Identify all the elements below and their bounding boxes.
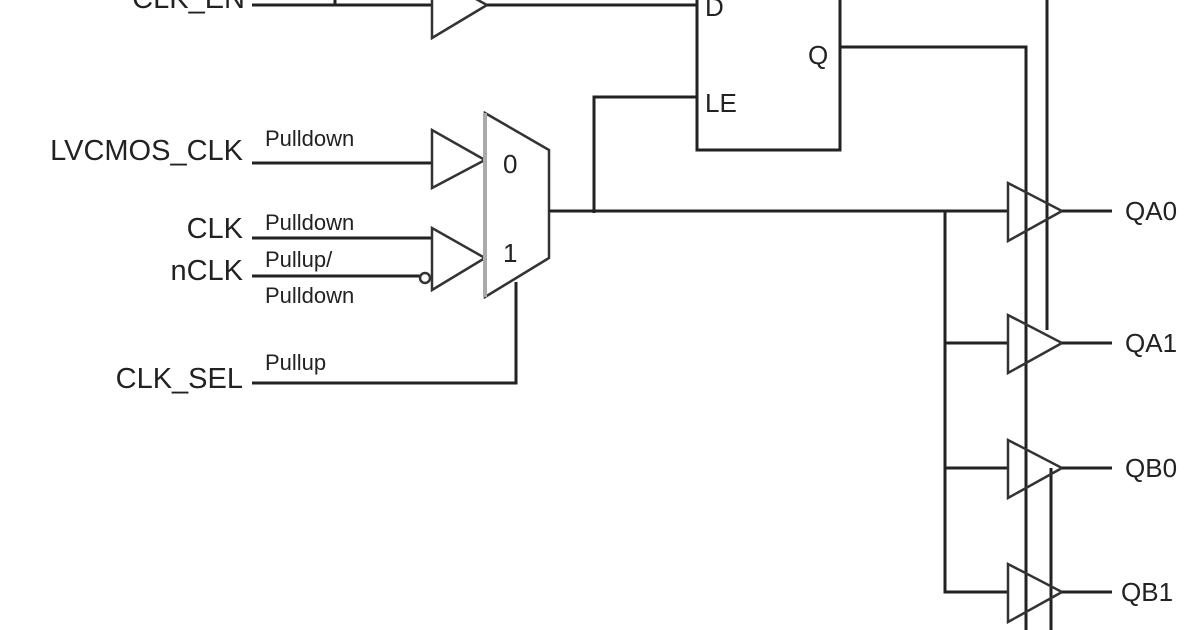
clk-sel-label: CLK_SEL (116, 363, 243, 395)
lvcmos-clk-pulldown-label: Pulldown (265, 126, 354, 151)
lvcmos-clk-label: LVCMOS_CLK (50, 135, 244, 167)
latch-d-label: D (705, 0, 724, 22)
clk-en-label: CLK_EN (132, 0, 245, 15)
clk-label: CLK (187, 213, 244, 245)
output-buffer-qb1: QB1 (1006, 561, 1173, 625)
q-enable-wire (840, 45, 1028, 630)
nclk-label: nCLK (170, 255, 243, 287)
fanout-bus (943, 211, 1008, 594)
nclk-pulldown-label: Pulldown (265, 283, 354, 308)
latch-q-label: Q (808, 40, 828, 70)
latch-block (695, 0, 842, 152)
output-qb0-label: QB0 (1125, 453, 1177, 483)
mux-input-0-label: 0 (503, 149, 517, 179)
output-qa1-label: QA1 (1125, 328, 1177, 358)
latch-le-label: LE (705, 88, 737, 118)
output-buffer-qa0: QA0 (1006, 180, 1177, 244)
output-qa0-label: QA0 (1125, 196, 1177, 226)
lvcmos-clk-buffer (430, 127, 488, 191)
le-wire (592, 95, 697, 213)
input-mux (483, 110, 551, 300)
output-qb1-label: QB1 (1121, 577, 1173, 607)
output-buffer-qa1: QA1 (1006, 312, 1177, 376)
clk-pulldown-label: Pulldown (265, 210, 354, 235)
nclk-pullup-label: Pullup/ (265, 247, 333, 272)
mux-input-1-label: 1 (503, 238, 517, 268)
differential-buffer (430, 225, 488, 293)
clk-sel-pullup-label: Pullup (265, 350, 326, 375)
clk-sel-wire (252, 282, 518, 385)
inversion-bubble (418, 271, 432, 285)
output-buffer-qb0: QB0 (1006, 437, 1177, 501)
clk-en-buffer (430, 0, 490, 41)
